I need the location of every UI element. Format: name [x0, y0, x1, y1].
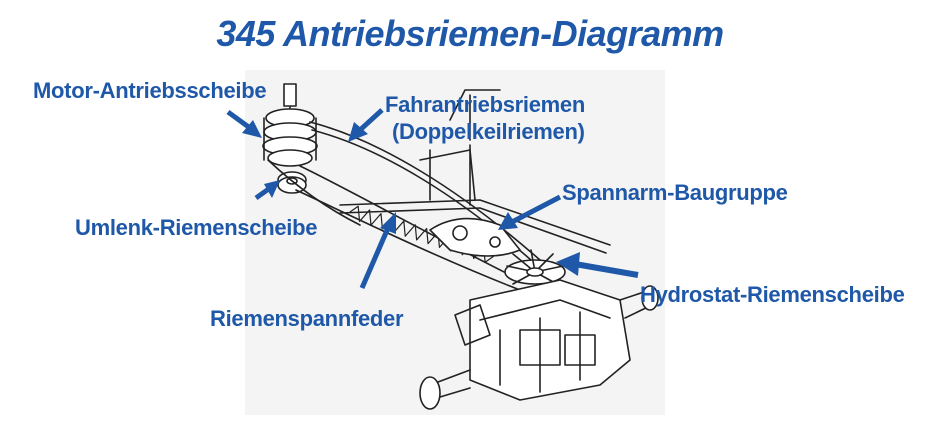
idler-pulley-arrow [254, 180, 280, 201]
label-hydrostat-pulley: Hydrostat-Riemenscheibe [640, 282, 905, 307]
label-tensioner-arm: Spannarm-Baugruppe [562, 180, 788, 205]
callout-arrows [226, 108, 639, 289]
motor-pulley-arrow [226, 109, 262, 138]
idler-pulley-drawing [277, 171, 307, 194]
mechanical-drawing [262, 83, 659, 410]
label-tension-spring: Riemenspannfeder [210, 306, 404, 331]
label-motor-pulley: Motor-Antriebsscheibe [33, 78, 267, 103]
tension-spring-arrow [359, 212, 396, 289]
hydrostat-pulley-drawing [504, 249, 566, 285]
frame-drawing [339, 89, 611, 254]
tensioner-arm-drawing [429, 217, 521, 257]
transaxle-drawing [419, 279, 659, 410]
hydrostat-pulley-arrow [556, 252, 639, 278]
tensioner-arm-arrow [498, 194, 562, 230]
drive-belt-arrow [348, 108, 384, 142]
label-drive-belt-type: (Doppelkeilriemen) [392, 119, 585, 144]
label-idler-pulley: Umlenk-Riemenscheibe [75, 215, 318, 240]
label-drive-belt: Fahrantriebsriemen [385, 92, 586, 117]
motor-pulley-drawing [262, 83, 318, 167]
page-title: 345 Antriebsriemen-Diagramm [216, 13, 724, 54]
